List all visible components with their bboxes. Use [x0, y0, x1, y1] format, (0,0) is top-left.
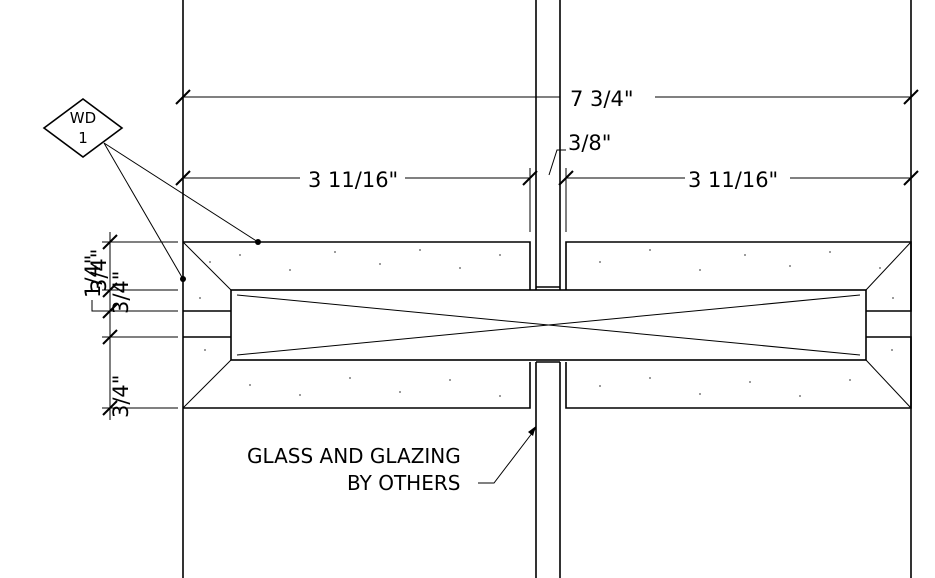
dim-bottom-thickness: 3/4" [109, 375, 133, 418]
blocking [230, 289, 867, 361]
lower-trim [182, 336, 912, 409]
wood-texture [199, 249, 894, 397]
note-glass-line2: BY OTHERS [347, 471, 460, 495]
dim-reveal: 1/4" [81, 255, 105, 298]
dim-gap: 3/8" [568, 131, 611, 155]
note-glass-line1: GLASS AND GLAZING [247, 444, 461, 468]
dim-right-width: 3 11/16" [688, 168, 778, 192]
tag-line1: WD [70, 109, 96, 127]
dim-left-width: 3 11/16" [308, 168, 398, 192]
tag-line2: 1 [78, 129, 88, 147]
left-dimension: 3 11/16" [175, 168, 538, 232]
upper-trim [182, 241, 912, 312]
dim-top-thickness: 3/4" [87, 249, 111, 292]
right-dimension: 3 11/16" [566, 168, 919, 192]
glass-note: GLASS AND GLAZING BY OTHERS [247, 426, 537, 495]
overall-dimension: 7 3/4" [175, 87, 919, 111]
frame-lines [182, 0, 912, 578]
dim-overall-width: 7 3/4" [570, 87, 634, 111]
dim-top-inner: 3/4" [109, 271, 133, 314]
vertical-dimensions: 3/4" 3/4" 1/4" 3/4" [81, 232, 178, 420]
wd-tag: WD 1 [42, 98, 261, 282]
gap-dimension: 3/8" [548, 131, 611, 232]
